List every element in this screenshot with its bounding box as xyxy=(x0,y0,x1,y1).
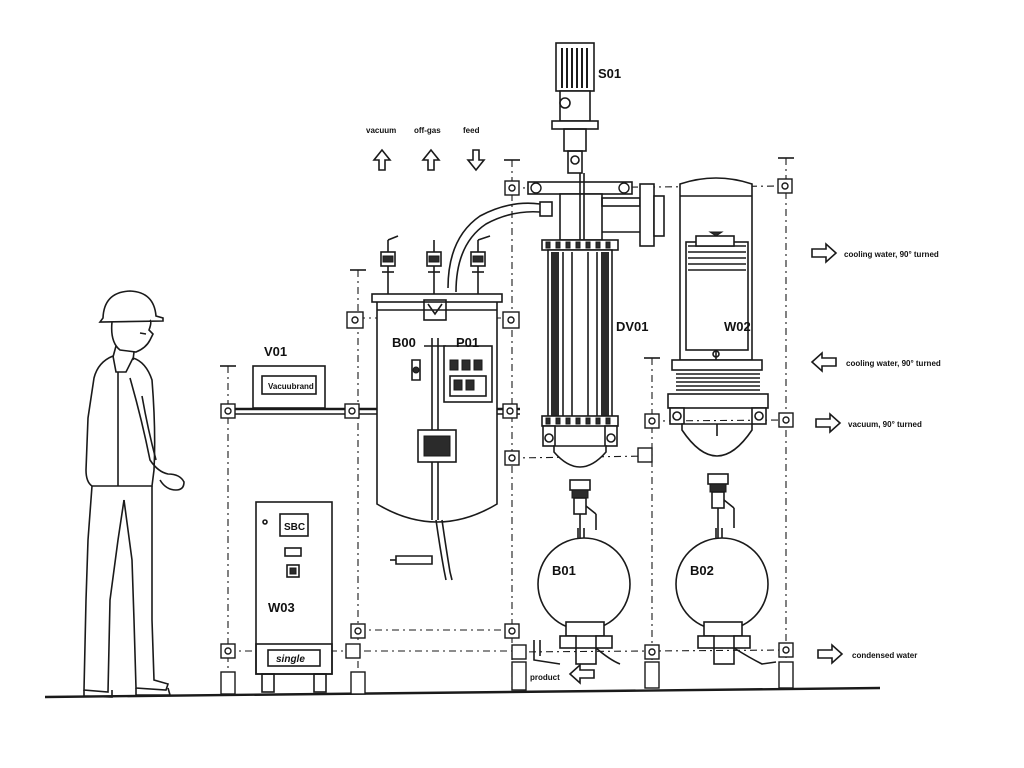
p01-label: P01 xyxy=(456,335,479,350)
s01-label: S01 xyxy=(598,66,621,81)
cooling-in-arrow-icon xyxy=(810,351,837,373)
product-arrow-icon xyxy=(568,663,595,685)
offgas-up-arrow-icon xyxy=(421,148,441,171)
product-label: product xyxy=(530,673,560,682)
condensed-arrow-icon xyxy=(817,643,844,665)
v01-brand-plate: Vacuubrand xyxy=(268,382,314,391)
vacuum-right-label: vacuum, 90° turned xyxy=(848,420,922,429)
vacuum-right-arrow-icon xyxy=(815,412,842,434)
right-arrows xyxy=(568,242,844,685)
b00-label: B00 xyxy=(392,335,416,350)
w02-label: W02 xyxy=(724,319,751,334)
dv01-column xyxy=(527,173,665,540)
worker-figure xyxy=(83,290,185,698)
s01-motor xyxy=(551,42,599,174)
w03-logo-plate: SBC xyxy=(284,522,305,533)
v01-label: V01 xyxy=(264,344,287,359)
cooling-out-arrow-icon xyxy=(811,242,838,264)
vacuum-up-arrow-icon xyxy=(372,148,392,171)
b02-flask xyxy=(675,528,777,665)
feed-down-arrow-icon xyxy=(466,149,486,172)
cooling-water-out-label: cooling water, 90° turned xyxy=(844,250,939,259)
w03-brand-plate: single xyxy=(276,654,305,665)
condensed-water-label: condensed water xyxy=(852,651,917,660)
top-arrows xyxy=(372,148,486,172)
dv01-label: DV01 xyxy=(616,319,649,334)
b02-label: B02 xyxy=(690,563,714,578)
ground-line xyxy=(44,686,881,699)
w02-condenser xyxy=(667,177,769,540)
cooling-water-in-label: cooling water, 90° turned xyxy=(846,359,941,368)
b01-flask xyxy=(537,528,631,665)
product-pipe xyxy=(533,640,561,665)
feed-top-label: feed xyxy=(463,126,480,135)
w03-label: W03 xyxy=(268,600,295,615)
vacuum-top-label: vacuum xyxy=(366,126,396,135)
v01-unit xyxy=(252,365,326,409)
b01-label: B01 xyxy=(552,563,576,578)
w03-cabinet xyxy=(255,501,333,693)
offgas-top-label: off-gas xyxy=(414,126,441,135)
b00-vessel xyxy=(371,202,541,581)
